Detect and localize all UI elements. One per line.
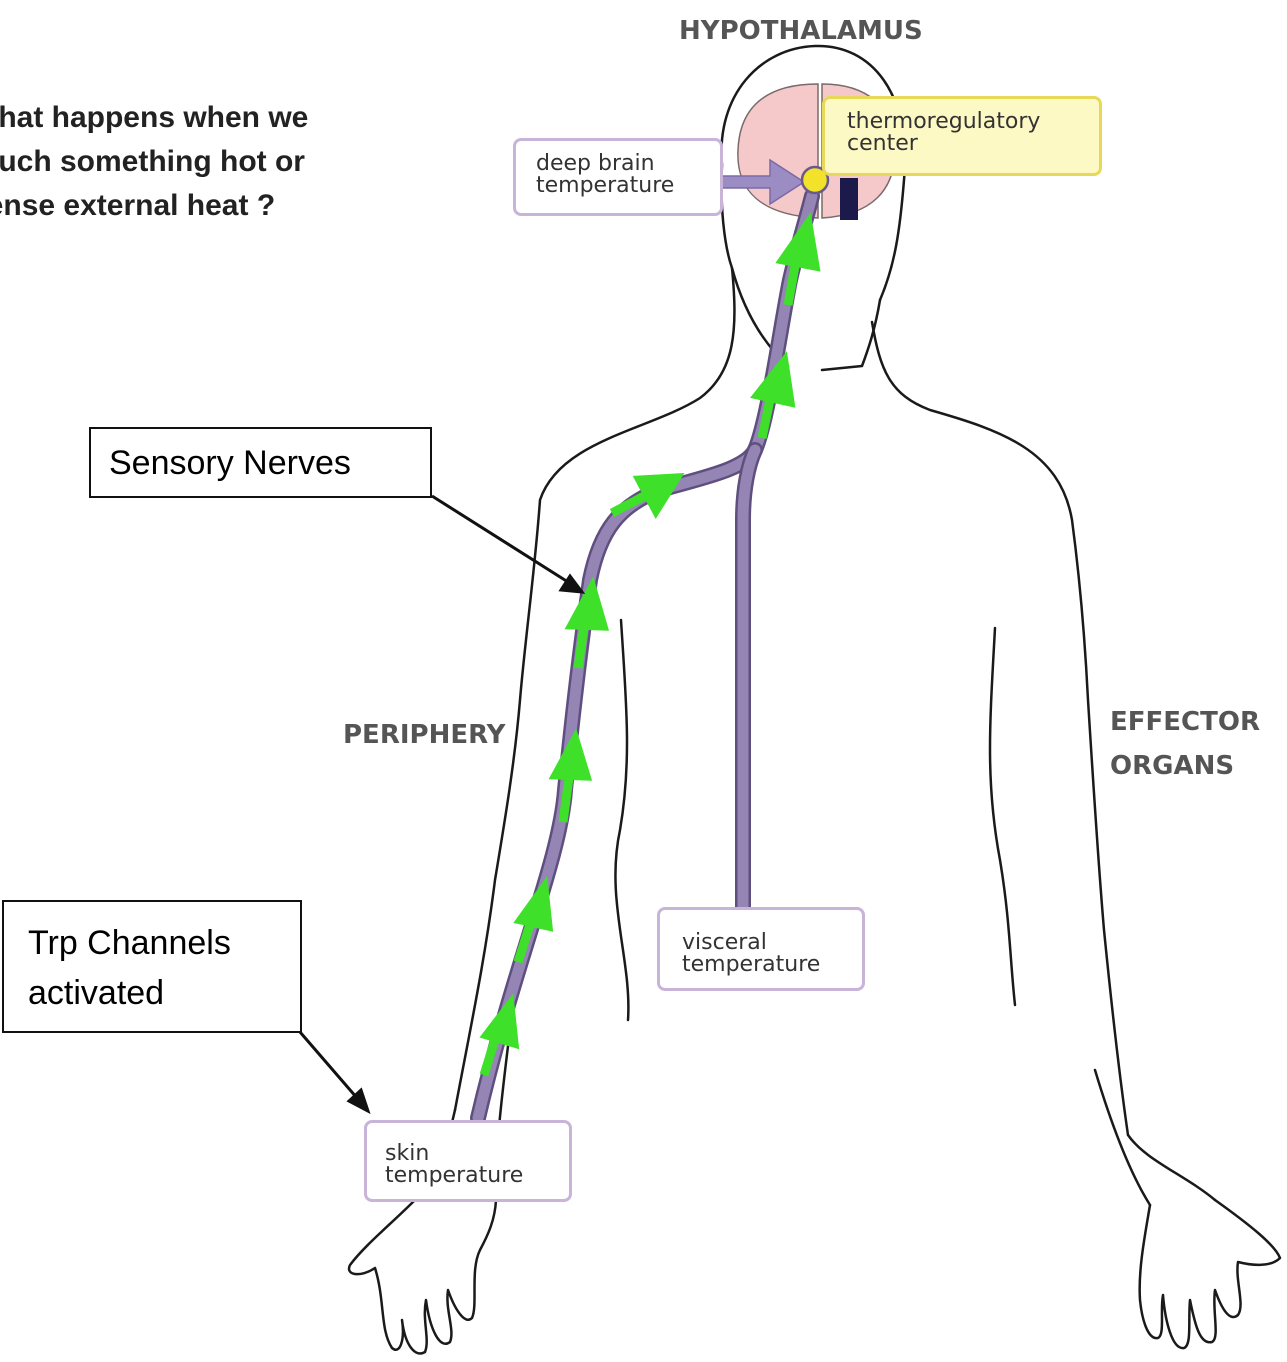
box-line: temperature — [536, 175, 720, 197]
green-arrow — [783, 224, 815, 305]
green-arrow — [758, 362, 790, 438]
effector-label-line: EFFECTOR — [1110, 700, 1260, 744]
green-arrow — [518, 888, 548, 962]
box-line: temperature — [682, 954, 862, 976]
question-line: touch something hot or — [0, 140, 430, 184]
left-inner-arm — [615, 620, 628, 1020]
box-line: deep brain — [536, 153, 720, 175]
right-inner-arm — [990, 628, 1015, 1005]
box-line: center — [847, 133, 1099, 155]
deep-brain-temperature-box: deep brain temperature — [513, 138, 723, 216]
visceral-temperature-box: visceral temperature — [657, 907, 865, 991]
right-shoulder-outline — [872, 322, 1128, 1135]
periphery-label: PERIPHERY — [343, 720, 506, 750]
callout-text: Sensory Nerves — [109, 444, 351, 482]
question-line: What happens when we — [0, 96, 430, 140]
effector-label-line: ORGANS — [1110, 744, 1260, 788]
box-line: visceral — [682, 932, 862, 954]
right-hand — [1140, 1200, 1280, 1348]
trp-channels-pointer — [300, 1032, 368, 1111]
hypothalamus-label: HYPOTHALAMUS — [679, 16, 923, 46]
sensory-nerves-callout: Sensory Nerves — [89, 427, 432, 498]
left-hand — [349, 1200, 496, 1353]
ear-outline — [822, 300, 880, 370]
sensory-nerves-pointer — [432, 496, 582, 592]
callout-text: Trp Channels — [28, 918, 300, 968]
question-text: What happens when we touch something hot… — [0, 96, 430, 228]
effector-organs-label: EFFECTOR ORGANS — [1110, 700, 1260, 788]
center-marker — [840, 178, 858, 220]
thermoregulatory-center-box: thermoregulatory center — [822, 96, 1102, 176]
question-line: sense external heat ? — [0, 184, 430, 228]
box-line: skin — [385, 1143, 569, 1165]
box-line: thermoregulatory — [847, 111, 1099, 133]
callout-text: activated — [28, 968, 300, 1018]
trp-channels-callout: Trp Channels activated — [2, 900, 302, 1033]
skin-temperature-box: skin temperature — [364, 1120, 572, 1202]
box-line: temperature — [385, 1165, 569, 1187]
green-arrow — [612, 478, 676, 513]
